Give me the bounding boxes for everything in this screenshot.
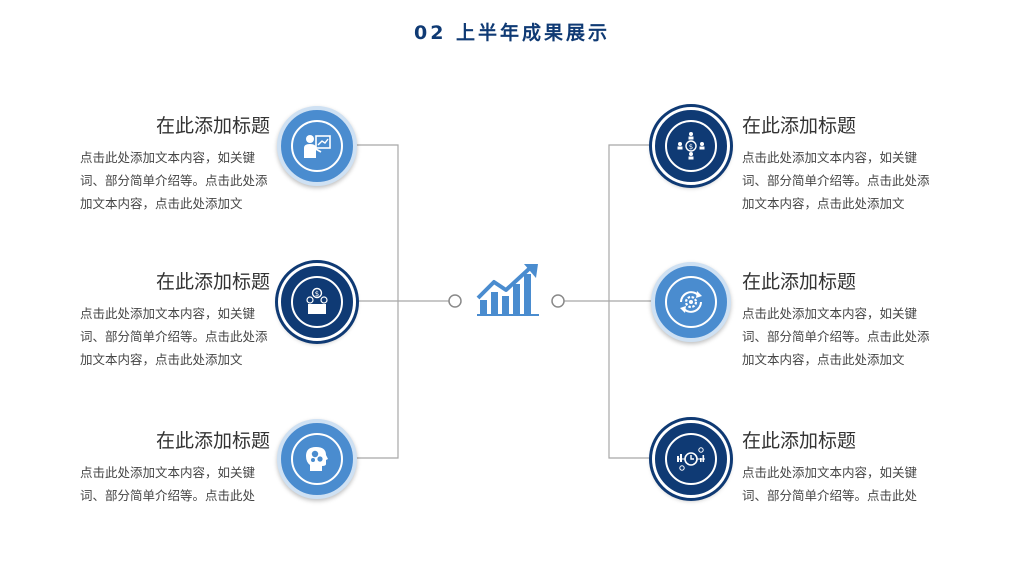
clock-chart-icon [677, 447, 705, 471]
item-text: 点击此处添加文本内容，如关键词、部分简单介绍等。点击此处 [742, 465, 918, 503]
item-6: 在此添加标题 点击此处添加文本内容，如关键词、部分简单介绍等。点击此处 [742, 429, 932, 507]
item-2: 在此添加标题 点击此处添加文本内容，如关键词、部分简单介绍等。点击此处添加文本内… [80, 270, 270, 371]
gear-cycle-icon [680, 291, 702, 313]
item-title: 在此添加标题 [742, 430, 857, 452]
item-title: 在此添加标题 [155, 430, 270, 452]
item-6-badge [649, 417, 733, 501]
item-title: 在此添加标题 [155, 271, 270, 293]
right-node [551, 294, 565, 308]
presenter-chart-icon [304, 135, 331, 158]
page-title: 02 上半年成果展示 [413, 22, 611, 44]
item-1: 在此添加标题 点击此处添加文本内容，如关键词、部分简单介绍等。点击此处添加文本内… [80, 114, 270, 215]
item-5: 在此添加标题 点击此处添加文本内容，如关键词、部分简单介绍等。点击此处添加文本内… [742, 270, 932, 371]
item-text: 点击此处添加文本内容，如关键词、部分简单介绍等。点击此处 [80, 465, 256, 503]
item-2-badge: $ [275, 260, 359, 344]
item-4: 在此添加标题 点击此处添加文本内容，如关键词、部分简单介绍等。点击此处添加文本内… [742, 114, 932, 215]
item-text: 点击此处添加文本内容，如关键词、部分简单介绍等。点击此处添加文本内容，点击此处添… [80, 150, 268, 211]
growth-chart-icon [476, 264, 539, 316]
item-title: 在此添加标题 [742, 271, 857, 293]
item-4-badge: $ [649, 104, 733, 188]
item-1-badge [277, 106, 357, 186]
left-node [448, 294, 462, 308]
item-title: 在此添加标题 [742, 115, 857, 137]
item-5-badge [651, 262, 731, 342]
item-text: 点击此处添加文本内容，如关键词、部分简单介绍等。点击此处添加文本内容，点击此处添… [80, 306, 268, 367]
svg-text:$: $ [315, 290, 319, 298]
item-title: 在此添加标题 [155, 115, 270, 137]
svg-text:$: $ [689, 143, 693, 151]
item-text: 点击此处添加文本内容，如关键词、部分简单介绍等。点击此处添加文本内容，点击此处添… [742, 306, 930, 367]
head-money-icon [306, 447, 328, 471]
item-text: 点击此处添加文本内容，如关键词、部分简单介绍等。点击此处添加文本内容，点击此处添… [742, 150, 930, 211]
money-box-icon: $ [306, 287, 328, 314]
item-3-badge [277, 419, 357, 499]
item-3: 在此添加标题 点击此处添加文本内容，如关键词、部分简单介绍等。点击此处 [80, 429, 270, 507]
people-money-icon: $ [677, 132, 705, 160]
